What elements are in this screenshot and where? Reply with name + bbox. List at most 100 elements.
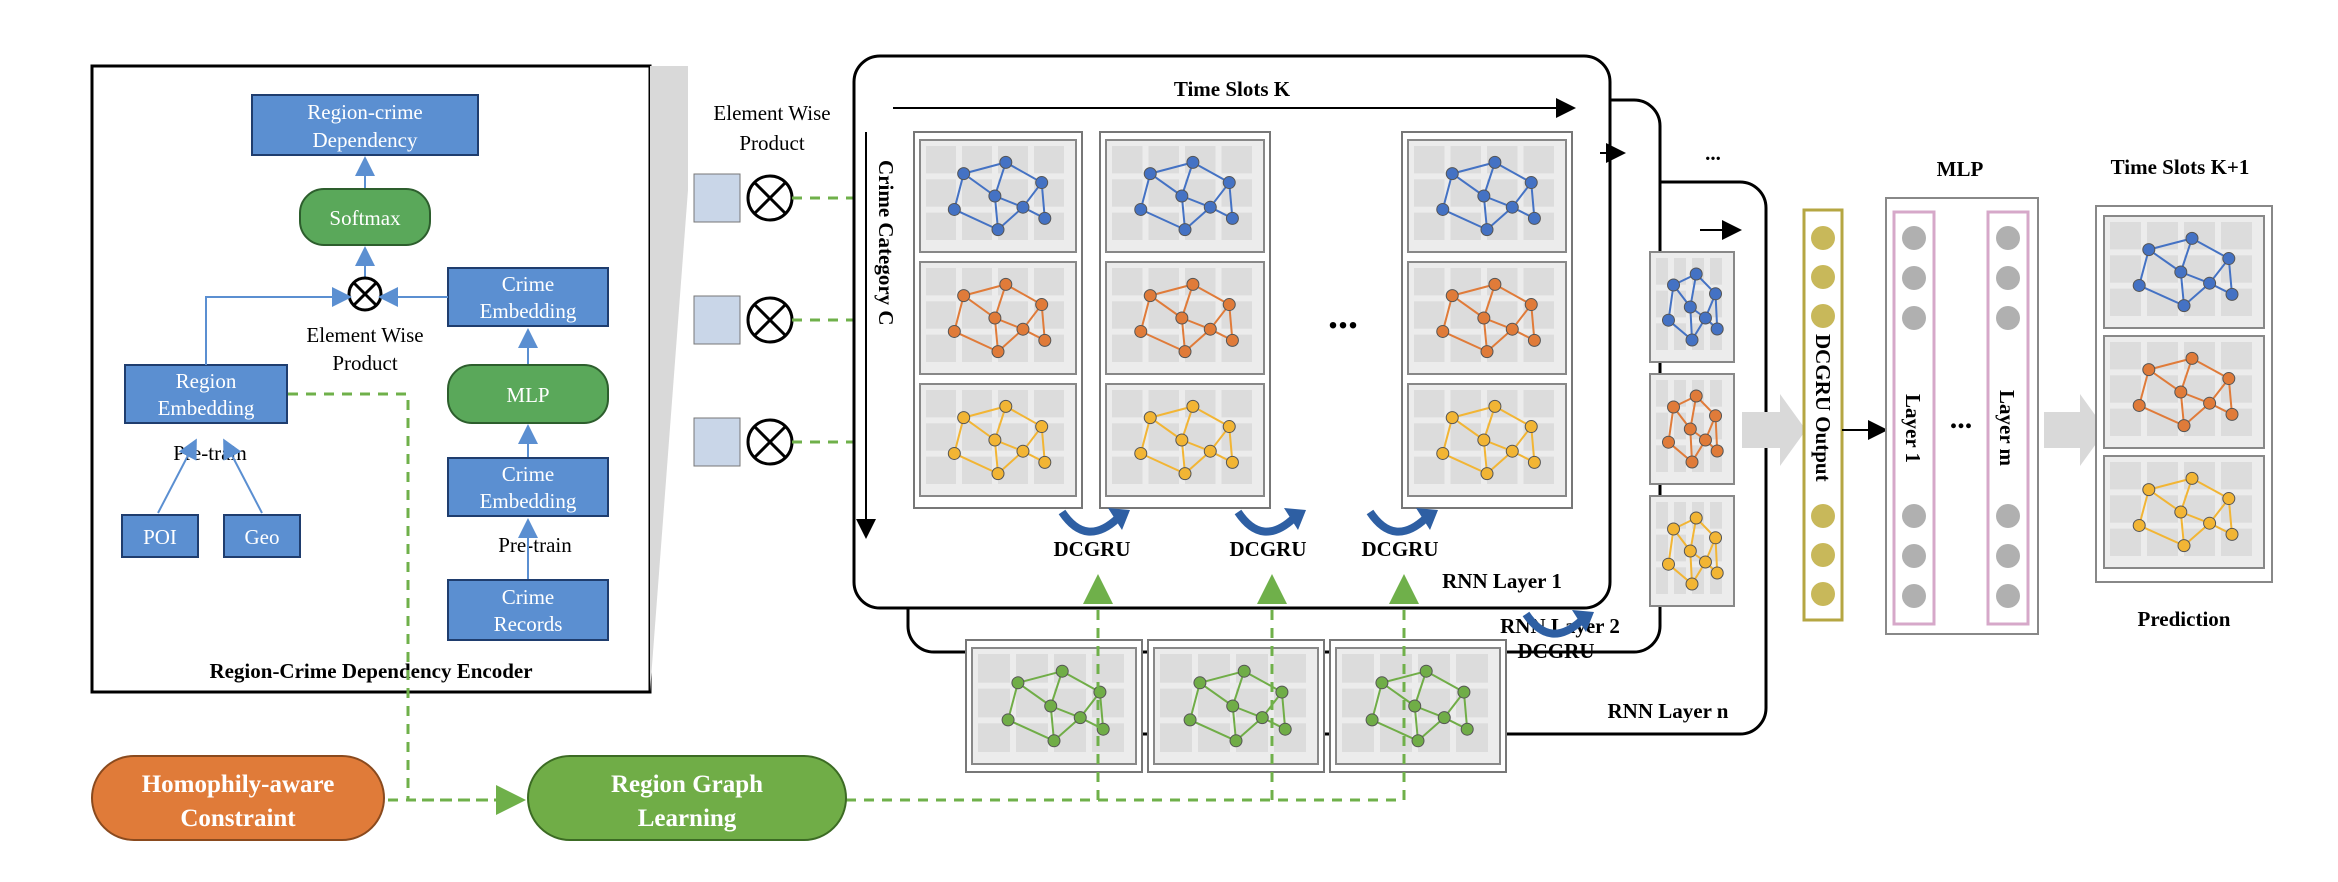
mlp-node: [1996, 504, 2020, 528]
dcgru-arrows: DCGRU DCGRU DCGRU DCGRU: [1054, 508, 1595, 663]
encoder-panel: Region-crime Dependency Softmax Element …: [90, 64, 688, 694]
svg-text:Geo: Geo: [245, 525, 280, 549]
svg-text:Region Graph: Region Graph: [611, 771, 763, 798]
crime-records-box: Crime Records: [447, 579, 609, 641]
region-graph-maps: [965, 639, 1507, 773]
mlp-node: [1902, 226, 1926, 250]
svg-text:Layer m: Layer m: [1995, 390, 2019, 467]
crime-graph-map: [1407, 139, 1567, 253]
dcgru-output-column: DCGRU Output: [1802, 208, 1844, 622]
prediction-map: [2103, 455, 2265, 569]
svg-text:Region-crime: Region-crime: [307, 100, 422, 124]
to-output-arrow: [1742, 394, 1806, 466]
mlp-block: Layer 1 Layer m ...: [1885, 197, 2039, 635]
svg-text:...: ...: [1950, 402, 1973, 435]
region-embedding-box: Region Embedding: [124, 364, 288, 424]
dcgru-label: DCGRU: [1518, 639, 1595, 663]
region-crime-dependency-box: Region-crime Dependency: [251, 94, 479, 156]
softmax-box: Softmax: [299, 188, 431, 246]
mlp-node: [1996, 306, 2020, 330]
svg-text:Crime: Crime: [502, 585, 555, 609]
svg-text:Dependency: Dependency: [313, 128, 418, 152]
region-graph-map: [1153, 647, 1319, 765]
mlp-node: [1996, 544, 2020, 568]
mlp-node: [1996, 266, 2020, 290]
crime-graph-map: [919, 383, 1077, 497]
output-node: [1811, 226, 1835, 250]
dcgru-label: DCGRU: [1362, 537, 1439, 561]
mlp-node: [1996, 226, 2020, 250]
layer-stack-dots: ...: [1705, 141, 1721, 165]
crime-graph-map: [919, 261, 1077, 375]
crime-graph-map: [1105, 261, 1265, 375]
output-node: [1811, 582, 1835, 606]
crime-graph-map: [1105, 383, 1265, 497]
svg-text:Crime: Crime: [502, 462, 555, 486]
dashed-connections: [288, 392, 1419, 815]
product-label: Product: [332, 351, 397, 375]
dcgru-arrow: DCGRU: [1054, 508, 1131, 561]
hidden-layer-map: [1649, 373, 1735, 485]
region-graph-learning-pill: Region Graph Learning: [527, 755, 847, 841]
crime-category-label: Crime Category C: [874, 160, 898, 326]
output-node: [1811, 304, 1835, 328]
svg-text:Region: Region: [176, 369, 237, 393]
homophily-constraint-pill: Homophily-aware Constraint: [91, 755, 385, 841]
crime-embedding-bottom-box: Crime Embedding: [447, 457, 609, 517]
mlp-node: [1902, 306, 1926, 330]
svg-text:Constraint: Constraint: [180, 805, 296, 832]
hidden-layer-map: [1649, 495, 1735, 607]
time-slot-column: [1401, 131, 1573, 509]
dcgru-label: DCGRU: [1230, 537, 1307, 561]
svg-text:Homophily-aware: Homophily-aware: [142, 771, 335, 798]
mlp-node: [1902, 504, 1926, 528]
time-slots-label: Time Slots K: [1174, 77, 1291, 101]
time-slot-dots: ...: [1328, 292, 1358, 337]
svg-text:Records: Records: [494, 612, 563, 636]
element-wise-rows: [693, 173, 921, 467]
region-graph-map: [971, 647, 1137, 765]
svg-text:Embedding: Embedding: [158, 396, 255, 420]
mlp-node: [1902, 544, 1926, 568]
crime-embedding-top-box: Crime Embedding: [447, 267, 609, 327]
element-wise-label: Element Wise: [306, 323, 423, 347]
crime-graph-map: [1105, 139, 1265, 253]
time-slot-grid: [913, 131, 1735, 607]
to-prediction-arrow: [2044, 394, 2106, 466]
output-node: [1811, 543, 1835, 567]
prediction-map: [2103, 335, 2265, 449]
region-graph-map: [1335, 647, 1501, 765]
svg-text:Embedding: Embedding: [480, 299, 577, 323]
prediction-panel: [2095, 205, 2273, 583]
hidden-layer-map: [1649, 251, 1735, 363]
encoder-title: Region-Crime Dependency Encoder: [209, 659, 532, 683]
svg-text:Softmax: Softmax: [329, 206, 401, 230]
mlp-node: [1902, 266, 1926, 290]
svg-text:RNN Layer 1: RNN Layer 1: [1442, 569, 1562, 593]
element-wise-row: [693, 295, 921, 345]
mlp-node: [1996, 584, 2020, 608]
element-wise-row: [693, 417, 921, 467]
output-node: [1811, 265, 1835, 289]
dcgru-arrow: DCGRU: [1362, 508, 1439, 561]
mlp-box: MLP: [447, 364, 609, 424]
svg-text:Embedding: Embedding: [480, 489, 577, 513]
svg-text:DCGRU Output: DCGRU Output: [1811, 334, 1835, 482]
dcgru-arrow: DCGRU: [1518, 610, 1595, 663]
prediction-label: Prediction: [2138, 607, 2231, 631]
crime-graph-map: [919, 139, 1077, 253]
time-slots-next-label: Time Slots K+1: [2111, 155, 2250, 179]
pre-train-right-label: Pre-train: [498, 533, 572, 557]
output-node: [1811, 504, 1835, 528]
element-wise-header-line1: Element Wise: [713, 101, 830, 125]
mlp-node: [1902, 584, 1926, 608]
mlp-title: MLP: [1937, 157, 1984, 181]
element-wise-header-line2: Product: [739, 131, 804, 155]
poi-box: POI: [121, 514, 199, 558]
crime-graph-map: [1407, 383, 1567, 497]
svg-text:RNN Layer n: RNN Layer n: [1608, 699, 1729, 723]
svg-text:Learning: Learning: [638, 805, 737, 832]
crime-graph-map: [1407, 261, 1567, 375]
dcgru-arrow: DCGRU: [1230, 508, 1307, 561]
